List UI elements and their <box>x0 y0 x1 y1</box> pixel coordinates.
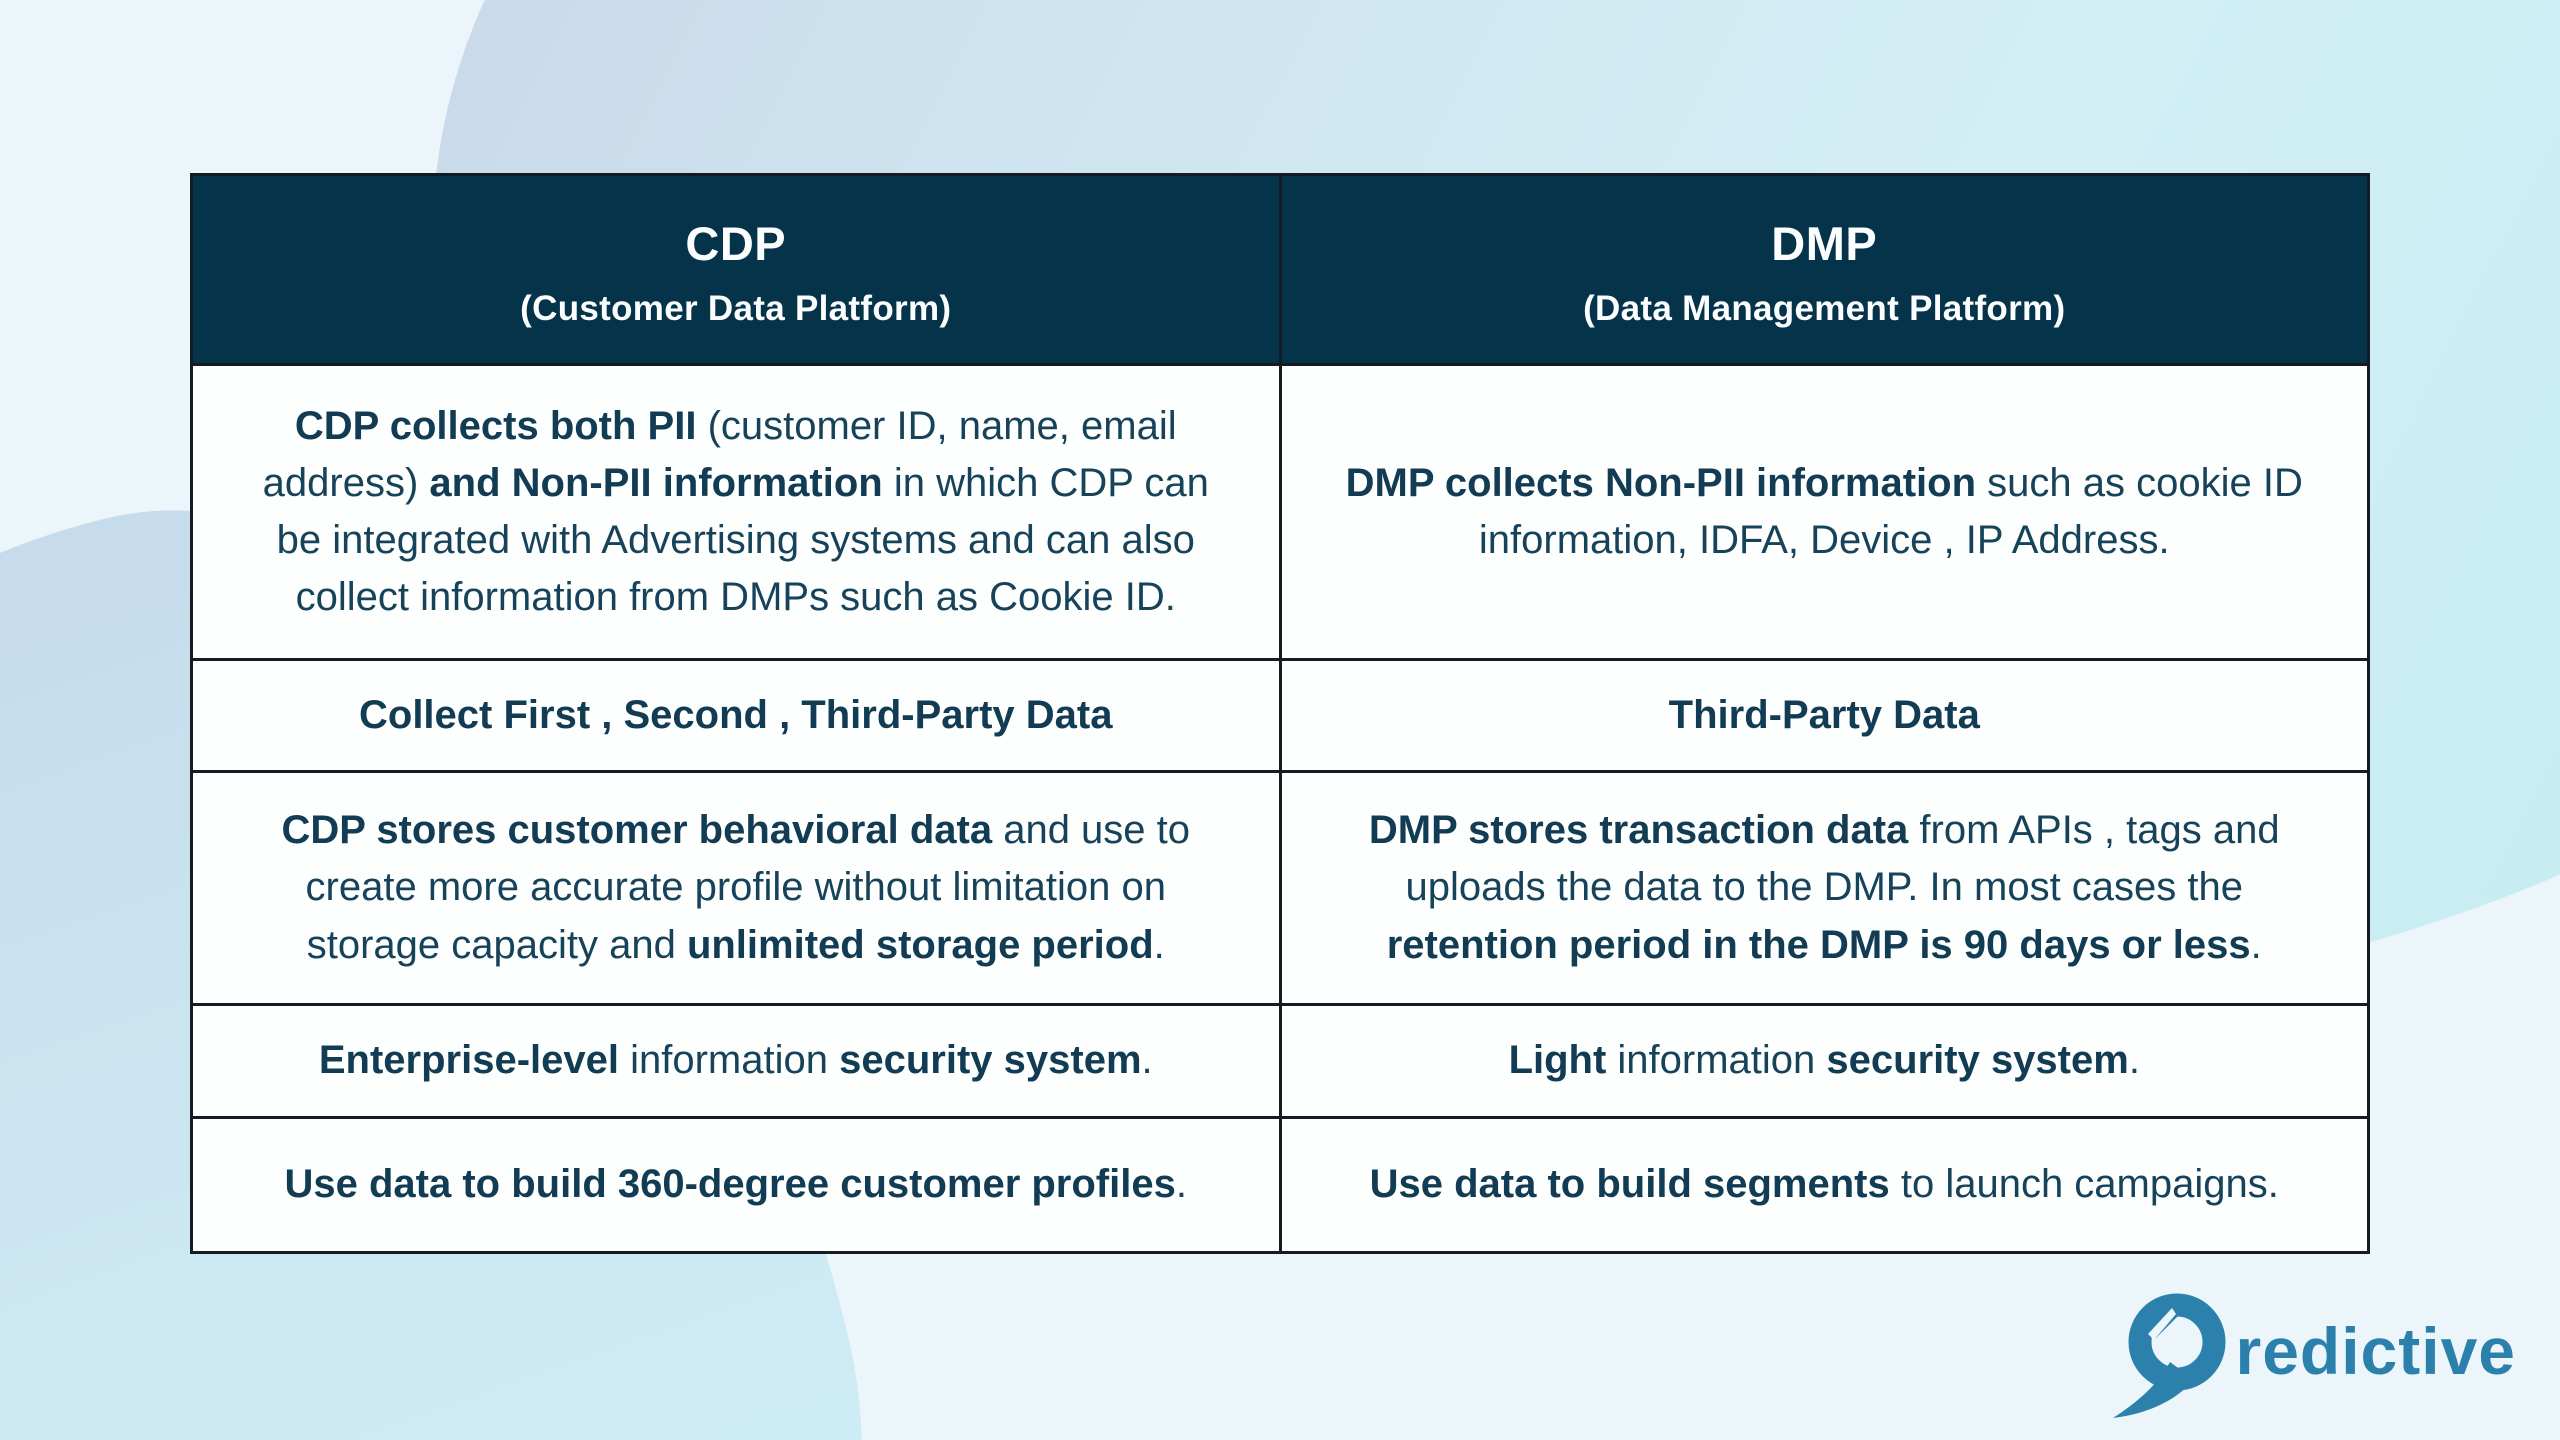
cdp-dmp-comparison-table: CDP (Customer Data Platform) DMP (Data M… <box>190 173 2370 1254</box>
table-row: Use data to build 360-degree customer pr… <box>190 1116 2370 1254</box>
column-subtitle-dmp: (Data Management Platform) <box>1583 288 2066 328</box>
cell-data-collection-dmp: DMP collects Non-PII information such as… <box>1278 363 2370 661</box>
cell-party-data-dmp: Third-Party Data <box>1278 658 2370 773</box>
cell-party-data-cdp: Collect First , Second , Third-Party Dat… <box>190 658 1282 773</box>
cell-security-dmp: Light information security system. <box>1278 1003 2370 1119</box>
cell-usage-dmp: Use data to build segments to launch cam… <box>1278 1116 2370 1254</box>
table-row: CDP stores customer behavioral data and … <box>190 770 2370 1006</box>
table-row: Collect First , Second , Third-Party Dat… <box>190 658 2370 773</box>
cell-storage-cdp: CDP stores customer behavioral data and … <box>190 770 1282 1006</box>
cell-storage-dmp: DMP stores transaction data from APIs , … <box>1278 770 2370 1006</box>
header-cell-cdp: CDP (Customer Data Platform) <box>190 173 1282 366</box>
header-cell-dmp: DMP (Data Management Platform) <box>1278 173 2370 366</box>
table-row: Enterprise-level information security sy… <box>190 1003 2370 1119</box>
cell-usage-cdp: Use data to build 360-degree customer pr… <box>190 1116 1282 1254</box>
predictive-p-icon <box>2112 1293 2226 1418</box>
table-row: CDP collects both PII (customer ID, name… <box>190 363 2370 661</box>
column-title-cdp: CDP <box>685 217 787 271</box>
logo-wordmark: redictive <box>2235 1314 2516 1388</box>
predictive-logo: redictive <box>2110 1292 2516 1420</box>
column-subtitle-cdp: (Customer Data Platform) <box>520 288 952 328</box>
cell-security-cdp: Enterprise-level information security sy… <box>190 1003 1282 1119</box>
column-title-dmp: DMP <box>1771 217 1878 271</box>
table-header-row: CDP (Customer Data Platform) DMP (Data M… <box>190 173 2370 366</box>
cell-data-collection-cdp: CDP collects both PII (customer ID, name… <box>190 363 1282 661</box>
